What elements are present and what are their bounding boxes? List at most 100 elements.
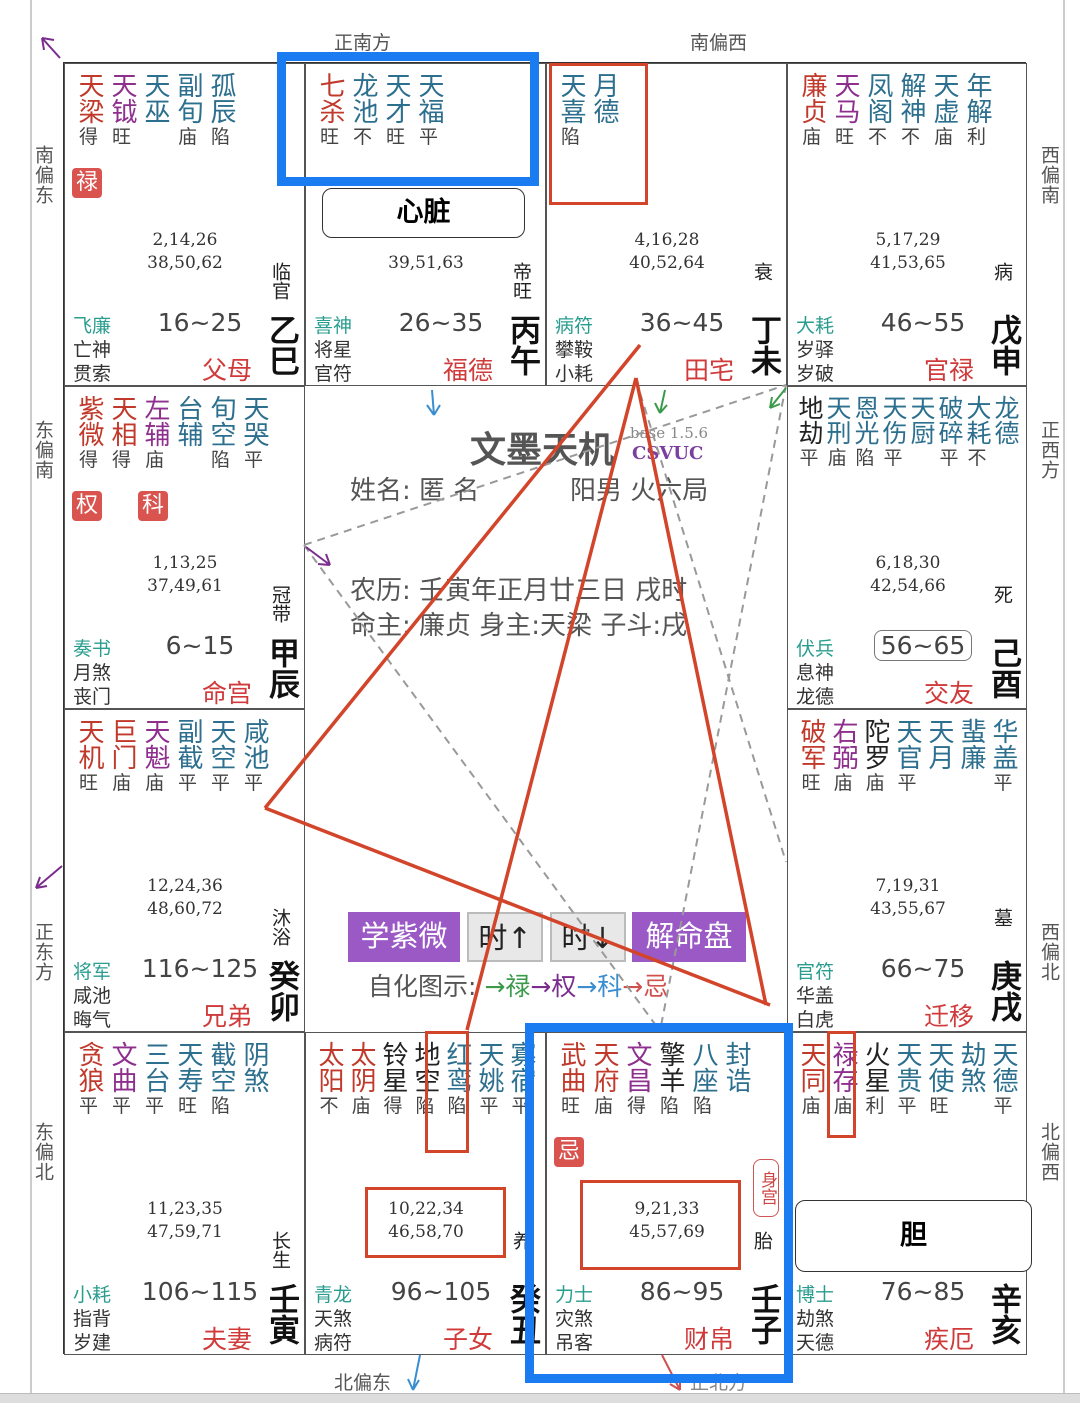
star-name: 紫微 xyxy=(74,395,104,447)
palace-name[interactable]: 疾厄 xyxy=(923,1325,974,1354)
palace-name[interactable]: 父母 xyxy=(201,356,252,385)
decade-range[interactable]: 76~85 xyxy=(858,1277,988,1306)
star-name: 天喜 xyxy=(556,72,586,124)
star: 八座陷 xyxy=(686,1041,719,1119)
decade-range[interactable]: 96~105 xyxy=(376,1277,506,1306)
age-list: 39,51,63 xyxy=(366,229,486,275)
star: 旬空陷 xyxy=(204,395,237,473)
decade-range[interactable]: 36~45 xyxy=(617,308,747,337)
star-list: 太阳不太阴庙铃星得地空陷红鸾陷天姚平寡宿平 xyxy=(313,1041,537,1119)
learn-ziwei-button[interactable]: 学紫微 xyxy=(348,912,460,962)
bottom-scroll-strip[interactable] xyxy=(0,1393,1080,1403)
star: 破军旺 xyxy=(795,718,827,796)
highlight-box-red xyxy=(549,63,648,205)
decade-range[interactable]: 46~55 xyxy=(858,308,988,337)
hua-badge: 忌 xyxy=(554,1137,584,1167)
palace-name[interactable]: 迁移 xyxy=(923,1002,974,1031)
decade-range[interactable]: 6~15 xyxy=(135,631,265,660)
star-name: 恩光 xyxy=(851,395,879,445)
palace-name[interactable]: 子女 xyxy=(442,1325,493,1354)
decade-range-text[interactable]: 46~55 xyxy=(880,308,966,337)
lunar-date-line: 农历: 壬寅年正月廿三日 戌时 xyxy=(350,576,688,606)
star-brightness: 庙 xyxy=(111,772,131,794)
hour-down-button[interactable]: 时↓ xyxy=(550,912,626,962)
star-name: 龙德 xyxy=(991,395,1019,445)
star-name: 巨门 xyxy=(107,718,137,770)
decade-range-text[interactable]: 96~105 xyxy=(390,1277,492,1306)
decade-range[interactable]: 16~25 xyxy=(135,308,265,337)
palace-name[interactable]: 财帛 xyxy=(683,1325,734,1354)
decade-range-text[interactable]: 106~115 xyxy=(141,1277,259,1306)
decade-range-text[interactable]: 56~65 xyxy=(873,630,973,661)
star-brightness: 庙 xyxy=(933,126,953,148)
direction-label: 北偏东 xyxy=(334,1372,392,1394)
palace-name[interactable]: 兄弟 xyxy=(201,1002,252,1031)
decade-range-text[interactable]: 66~75 xyxy=(880,954,966,983)
boshi-star: 将军 xyxy=(73,961,112,983)
hua-badge: 科 xyxy=(138,491,168,521)
star-name: 天巫 xyxy=(140,72,170,124)
decade-range-text[interactable]: 86~95 xyxy=(639,1277,725,1306)
star-name: 八座 xyxy=(688,1041,718,1093)
decade-range-text[interactable]: 116~125 xyxy=(141,954,259,983)
changsheng-stage: 帝旺 xyxy=(510,262,532,300)
decade-range-text[interactable]: 36~45 xyxy=(639,308,725,337)
direction-label: 西偏南 xyxy=(1038,145,1060,205)
brand-label: CSVUC xyxy=(632,443,704,464)
direction-label: 正东方 xyxy=(32,922,54,982)
palace-name[interactable]: 田宅 xyxy=(683,356,734,385)
stem-branch: 甲辰 xyxy=(263,637,299,699)
star: 天寿旺 xyxy=(171,1041,204,1119)
changsheng-stage: 墓 xyxy=(991,908,1013,927)
decade-range-text[interactable]: 6~15 xyxy=(165,631,235,660)
decade-range[interactable]: 26~35 xyxy=(376,308,506,337)
age-line: 7,19,31 xyxy=(875,876,941,896)
stem-branch: 壬子 xyxy=(745,1283,781,1345)
legend-label: 自化图示: xyxy=(368,972,477,1001)
star-name: 天机 xyxy=(74,718,104,770)
palace-name[interactable]: 福德 xyxy=(442,356,493,385)
decade-range[interactable]: 66~75 xyxy=(858,954,988,983)
decade-range-text[interactable]: 16~25 xyxy=(157,308,243,337)
star-brightness: 庙 xyxy=(833,1095,853,1117)
decade-range[interactable]: 116~125 xyxy=(135,954,265,983)
palace-name[interactable]: 交友 xyxy=(923,679,974,708)
star-brightness: 平 xyxy=(144,1095,164,1117)
stem-branch: 辛亥 xyxy=(985,1283,1021,1345)
sui-star: 吊客 xyxy=(555,1332,594,1354)
jiang-star: 亡神 xyxy=(73,339,112,361)
age-line: 46,58,70 xyxy=(388,1222,464,1242)
palace-name[interactable]: 夫妻 xyxy=(201,1325,252,1354)
gender-line: 阳男 火六局 xyxy=(570,476,709,506)
star-name: 天福 xyxy=(414,72,444,124)
decade-range[interactable]: 106~115 xyxy=(135,1277,265,1306)
palace-name[interactable]: 官禄 xyxy=(923,356,974,385)
decade-range[interactable]: 86~95 xyxy=(617,1277,747,1306)
star-list: 武曲旺天府庙文昌得擎羊陷八座陷封诰 xyxy=(554,1041,752,1119)
star-brightness: 庙 xyxy=(144,772,164,794)
star-brightness: 庙 xyxy=(177,126,197,148)
boshi-star: 小耗 xyxy=(73,1284,112,1306)
palace-name[interactable]: 命宫 xyxy=(201,679,252,708)
hour-up-button[interactable]: 时↑ xyxy=(467,912,543,962)
star-brightness: 旺 xyxy=(319,126,339,148)
star: 阴煞 xyxy=(237,1041,270,1119)
decade-range-text[interactable]: 76~85 xyxy=(880,1277,966,1306)
decade-range-text[interactable]: 26~35 xyxy=(398,308,484,337)
interpret-chart-button[interactable]: 解命盘 xyxy=(632,912,746,962)
sui-star: 岁建 xyxy=(73,1332,112,1354)
stem-branch: 壬寅 xyxy=(263,1283,299,1345)
decade-range[interactable]: 56~65 xyxy=(858,630,988,661)
